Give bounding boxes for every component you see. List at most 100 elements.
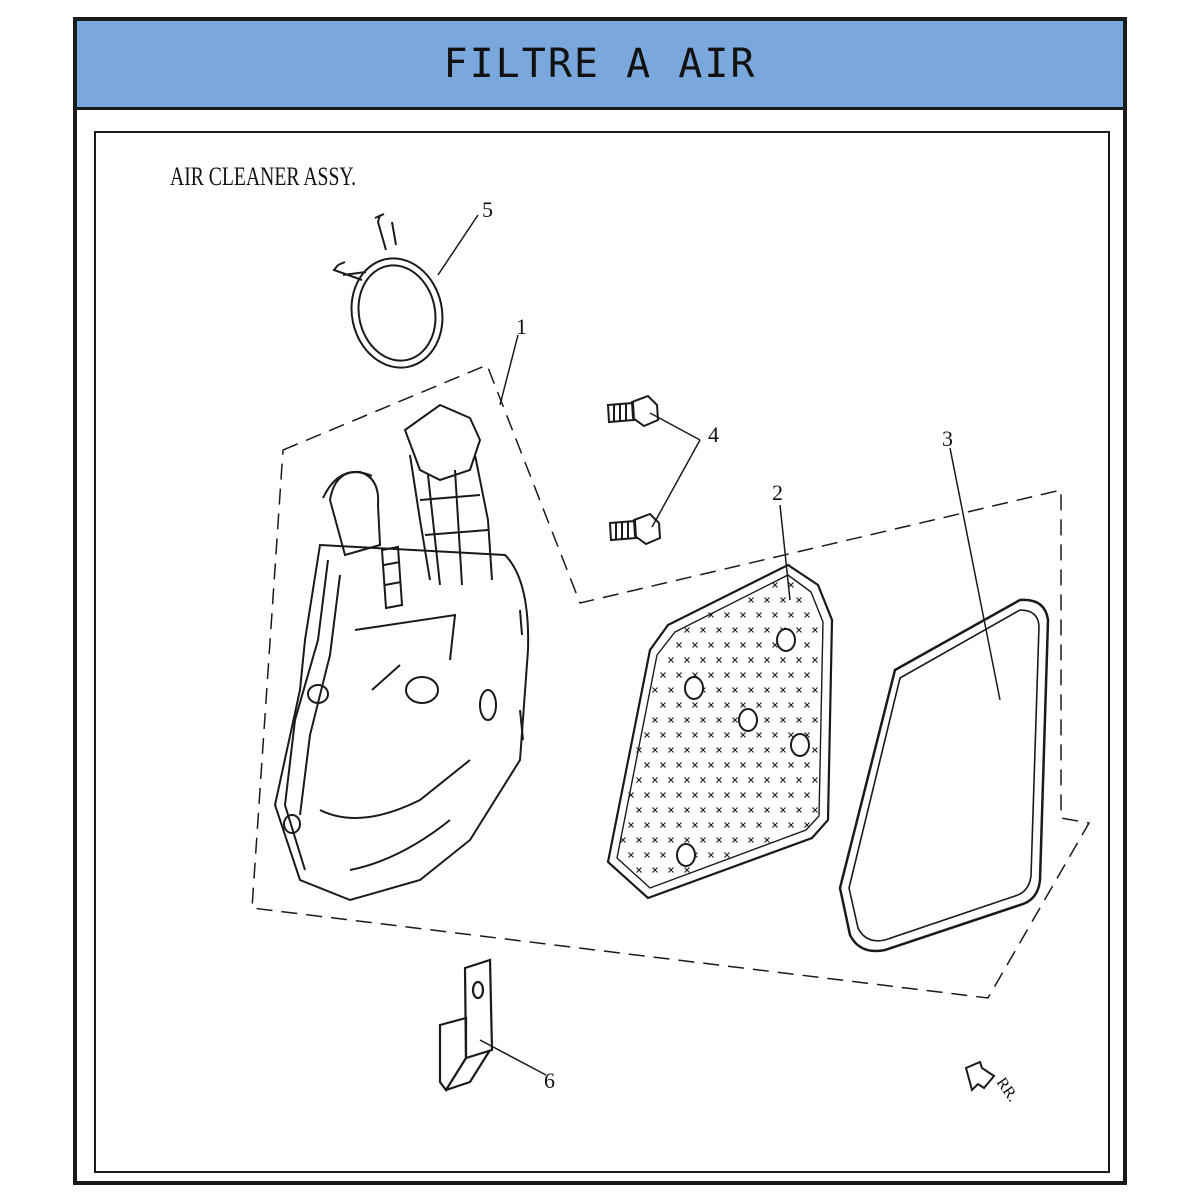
filter-mesh-mark — [724, 702, 730, 708]
filter-mesh-mark — [772, 762, 778, 768]
filter-mesh-mark — [724, 672, 730, 678]
filter-mesh-mark — [724, 612, 730, 618]
filter-mesh-mark — [748, 597, 754, 603]
filter-mesh-mark — [740, 702, 746, 708]
filter-mesh-mark — [628, 792, 634, 798]
air-cleaner-case — [273, 403, 530, 902]
leader-line-5 — [437, 214, 479, 276]
filter-mesh-mark — [796, 627, 802, 633]
filter-mesh-mark — [804, 612, 810, 618]
filter-mesh-mark — [748, 627, 754, 633]
filter-mesh-mark — [804, 762, 810, 768]
filter-mesh-mark — [796, 597, 802, 603]
bolt-upper — [606, 394, 660, 428]
filter-mesh-mark — [740, 762, 746, 768]
filter-mesh-mark — [764, 837, 770, 843]
filter-mesh-mark — [628, 822, 634, 828]
filter-mesh-mark — [796, 717, 802, 723]
filter-mesh-mark — [668, 837, 674, 843]
filter-mesh-mark — [708, 642, 714, 648]
filter-mesh-mark — [780, 717, 786, 723]
filter-mesh-mark — [772, 612, 778, 618]
filter-mesh-mark — [756, 672, 762, 678]
filter-mesh-mark — [756, 792, 762, 798]
filter-mesh-mark — [660, 822, 666, 828]
assembly-title: AIR CLEANER ASSY. — [170, 162, 356, 191]
filter-mesh-mark — [660, 732, 666, 738]
filter-mesh-mark — [740, 792, 746, 798]
page-title: FILTRE A AIR — [443, 41, 757, 87]
filter-mesh-mark — [716, 687, 722, 693]
filter-mesh-mark — [660, 762, 666, 768]
filter-mesh-mark — [708, 732, 714, 738]
filter-mesh-mark — [660, 852, 666, 858]
callout-4: 4 — [708, 422, 719, 447]
leader-line-4b — [651, 439, 701, 528]
filter-mesh-mark — [812, 747, 818, 753]
filter-mesh-mark — [716, 747, 722, 753]
filter-mesh-mark — [644, 852, 650, 858]
filter-mesh-mark — [724, 792, 730, 798]
filter-mesh-mark — [788, 702, 794, 708]
filter-mesh-mark — [780, 777, 786, 783]
filter-mesh-mark — [812, 657, 818, 663]
filter-mesh-mark — [732, 837, 738, 843]
filter-mesh-mark — [652, 807, 658, 813]
filter-mesh-mark — [748, 747, 754, 753]
filter-mesh-mark — [644, 822, 650, 828]
filter-mesh-mark — [724, 642, 730, 648]
filter-mesh-mark — [764, 687, 770, 693]
filter-mesh-mark — [700, 717, 706, 723]
filter-mesh-mark — [732, 657, 738, 663]
filter-mesh-mark — [812, 627, 818, 633]
filter-mesh-mark — [756, 822, 762, 828]
filter-mesh-mark — [700, 627, 706, 633]
filter-mesh-mark — [804, 642, 810, 648]
filter-mesh-mark — [796, 807, 802, 813]
filter-mesh-mark — [764, 657, 770, 663]
filter-mesh-mark — [804, 822, 810, 828]
filter-mesh-mark — [732, 777, 738, 783]
filter-mesh-mark — [764, 777, 770, 783]
filter-mesh-mark — [676, 642, 682, 648]
filter-mesh-mark — [716, 657, 722, 663]
filter-mesh-mark — [740, 612, 746, 618]
filter-mesh-mark — [684, 807, 690, 813]
filter-element — [606, 563, 834, 900]
filter-mesh-mark — [724, 822, 730, 828]
filter-mesh-mark — [708, 852, 714, 858]
leader-line-2 — [779, 504, 791, 601]
filter-mesh-mark — [684, 747, 690, 753]
filter-mesh-mark — [772, 822, 778, 828]
filter-mesh-mark — [692, 702, 698, 708]
filter-mesh-mark — [708, 792, 714, 798]
filter-mesh-mark — [780, 657, 786, 663]
filter-mesh-mark — [668, 687, 674, 693]
filter-mesh-mark — [708, 672, 714, 678]
filter-mesh-mark — [700, 777, 706, 783]
filter-mesh-mark — [684, 777, 690, 783]
filter-mesh-mark — [692, 732, 698, 738]
filter-mesh-mark — [772, 672, 778, 678]
filter-mesh-mark — [660, 792, 666, 798]
filter-mesh-mark — [804, 672, 810, 678]
filter-mesh-mark — [740, 672, 746, 678]
filter-mesh-mark — [772, 702, 778, 708]
filter-mesh-mark — [732, 687, 738, 693]
filter-mesh-mark — [748, 837, 754, 843]
filter-mesh-mark — [804, 702, 810, 708]
leader-line-3 — [949, 447, 1001, 701]
filter-mesh-mark — [812, 807, 818, 813]
filter-mesh-mark — [668, 747, 674, 753]
filter-mesh-mark — [708, 612, 714, 618]
leader-lines — [437, 214, 1001, 1076]
filter-mesh-pattern — [620, 582, 818, 873]
filter-mesh-mark — [772, 582, 778, 588]
outer-frame: FILTRE A AIR — [73, 17, 1127, 1185]
filter-mesh-mark — [748, 807, 754, 813]
filter-mesh-mark — [788, 792, 794, 798]
filter-mesh-mark — [636, 867, 642, 873]
filter-mesh-mark — [644, 762, 650, 768]
filter-mesh-mark — [788, 672, 794, 678]
